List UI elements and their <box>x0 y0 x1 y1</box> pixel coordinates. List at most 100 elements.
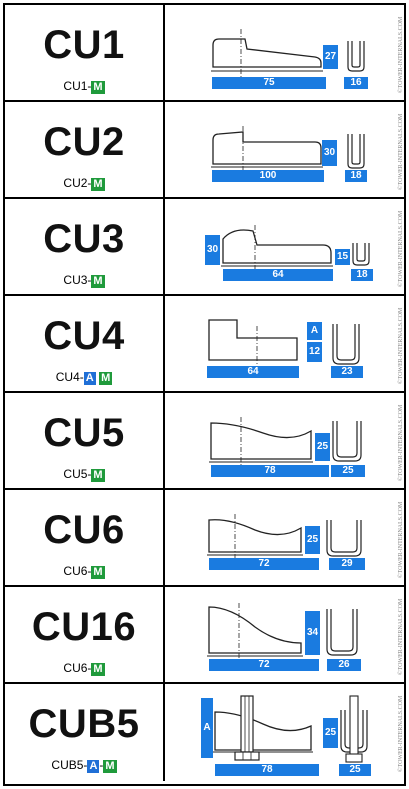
height-dimension: 15 <box>335 249 350 265</box>
width-dimension: 25 <box>339 764 371 776</box>
profile-drawing <box>211 126 365 172</box>
width-dimension: 23 <box>331 366 363 378</box>
length-dimension: 78 <box>211 465 329 477</box>
profile-drawing <box>209 417 362 467</box>
product-row-cu16: CU16 CU6-M 34 72 26 ©TOWER-INTERNALS.COM <box>5 587 404 684</box>
product-row-cu2: CU2 CU2-M 100 30 18 ©TOWER-INTERNALS.COM <box>5 102 404 199</box>
svg-text:©TOWER-INTERNALS.COM: ©TOWER-INTERNALS.COM <box>397 501 404 578</box>
product-row-cu6: CU6 CU6-M 25 72 29 ©TOWER-INTERNALS.COM <box>5 490 404 587</box>
length-dimension: 64 <box>207 366 299 378</box>
material-tag: M <box>91 275 105 288</box>
svg-text:©TOWER-INTERNALS.COM: ©TOWER-INTERNALS.COM <box>397 16 404 93</box>
product-code: CU16 <box>31 605 137 649</box>
svg-text:©TOWER-INTERNALS.COM: ©TOWER-INTERNALS.COM <box>397 695 404 772</box>
variant-prefix: CU4- <box>55 370 84 384</box>
material-tag: M <box>91 178 105 191</box>
product-drawing-cell: 100 30 18 ©TOWER-INTERNALS.COM <box>165 102 404 197</box>
product-drawing-cell: 30 64 15 18 ©TOWER-INTERNALS.COM <box>165 199 404 294</box>
product-label-cell: CU5 CU5-M <box>5 393 165 488</box>
product-row-cu4: CU4 CU4-A M A 12 64 23 ©TOWER-INTERNALS.… <box>5 296 404 393</box>
product-row-cu5: CU5 CU5-M 25 78 25 ©TOWER-INTERNALS.COM <box>5 393 404 490</box>
product-code: CUB5 <box>28 702 140 746</box>
material-tag: M <box>99 372 113 385</box>
product-drawing-cell: A 25 78 25 ©TOWER-INTERNALS.COM <box>165 684 404 781</box>
length-dimension: 72 <box>209 659 319 671</box>
height-dimension: 12 <box>307 342 322 362</box>
product-drawing-cell: 75 27 16 ©TOWER-INTERNALS.COM <box>165 5 404 100</box>
material-tag: M <box>91 81 105 94</box>
product-code: CU4 <box>43 314 125 358</box>
product-variant: CU6-M <box>5 661 163 676</box>
product-variant: CU6-M <box>5 564 163 579</box>
length-dimension: 75 <box>212 77 326 89</box>
variant-prefix: CU1- <box>63 79 92 93</box>
product-code: CU2 <box>43 120 125 164</box>
profile-drawing <box>207 514 362 562</box>
material-tag: M <box>91 469 105 482</box>
product-drawing-cell: 25 72 29 ©TOWER-INTERNALS.COM <box>165 490 404 585</box>
assembly-tag: A <box>83 372 96 385</box>
svg-text:©TOWER-INTERNALS.COM: ©TOWER-INTERNALS.COM <box>397 307 404 384</box>
product-label-cell: CU2 CU2-M <box>5 102 165 197</box>
variant-prefix: CU6- <box>63 564 92 578</box>
watermark: ©TOWER-INTERNALS.COM <box>392 205 406 289</box>
product-code: CU6 <box>43 508 125 552</box>
width-dimension: 16 <box>344 77 368 89</box>
material-tag: M <box>91 566 105 579</box>
variant-prefix: CU3- <box>63 273 92 287</box>
product-label-cell: CU4 CU4-A M <box>5 296 165 391</box>
profile-drawing <box>211 29 365 77</box>
width-dimension: 25 <box>331 465 365 477</box>
height-dimension: 27 <box>323 45 338 69</box>
product-code: CU1 <box>43 23 125 67</box>
watermark: ©TOWER-INTERNALS.COM <box>392 690 406 774</box>
profile-drawing <box>207 603 358 663</box>
product-drawing-cell: 34 72 26 ©TOWER-INTERNALS.COM <box>165 587 404 682</box>
height-dimension: 25 <box>323 718 338 748</box>
product-chart: CU1 CU1-M 75 27 16 ©TOWER-INTERNALS.COM … <box>3 3 406 786</box>
length-dimension: 64 <box>223 269 333 281</box>
watermark: ©TOWER-INTERNALS.COM <box>392 593 406 677</box>
profile-drawing <box>221 225 370 271</box>
length-dimension: 78 <box>215 764 319 776</box>
watermark: ©TOWER-INTERNALS.COM <box>392 399 406 483</box>
product-row-cu1: CU1 CU1-M 75 27 16 ©TOWER-INTERNALS.COM <box>5 5 404 102</box>
product-label-cell: CUB5 CUB5-A-M <box>5 684 165 781</box>
length-dimension: 100 <box>212 170 324 182</box>
svg-text:©TOWER-INTERNALS.COM: ©TOWER-INTERNALS.COM <box>397 210 404 287</box>
height-dimension: 34 <box>305 611 320 655</box>
assembly-height-tag: A <box>307 322 322 340</box>
product-variant: CU5-M <box>5 467 163 482</box>
product-row-cu3: CU3 CU3-M 30 64 15 18 ©TOWER-INTERNALS.C… <box>5 199 404 296</box>
material-tag: M <box>91 663 105 676</box>
product-drawing-cell: A 12 64 23 ©TOWER-INTERNALS.COM <box>165 296 404 391</box>
variant-prefix: CUB5- <box>51 758 88 772</box>
product-variant: CU4-A M <box>5 370 163 385</box>
product-drawing-cell: 25 78 25 ©TOWER-INTERNALS.COM <box>165 393 404 488</box>
height-dimension: 30 <box>322 140 337 166</box>
width-dimension: 26 <box>327 659 361 671</box>
material-tag: M <box>103 760 117 773</box>
watermark: ©TOWER-INTERNALS.COM <box>392 496 406 580</box>
height-dimension: 25 <box>305 526 320 554</box>
product-variant: CUB5-A-M <box>51 758 117 773</box>
product-label-cell: CU16 CU6-M <box>5 587 165 682</box>
width-dimension: 18 <box>345 170 367 182</box>
width-dimension: 18 <box>351 269 373 281</box>
profile-drawing <box>208 319 360 368</box>
product-row-cub5: CUB5 CUB5-A-M A 25 78 25 ©TOWER-INTERNAL… <box>5 684 404 781</box>
product-code: CU5 <box>43 411 125 455</box>
product-variant: CU1-M <box>5 79 163 94</box>
watermark: ©TOWER-INTERNALS.COM <box>392 302 406 386</box>
product-label-cell: CU6 CU6-M <box>5 490 165 585</box>
svg-text:©TOWER-INTERNALS.COM: ©TOWER-INTERNALS.COM <box>397 598 404 675</box>
watermark: ©TOWER-INTERNALS.COM <box>392 11 406 95</box>
product-label-cell: CU1 CU1-M <box>5 5 165 100</box>
svg-text:©TOWER-INTERNALS.COM: ©TOWER-INTERNALS.COM <box>397 404 404 481</box>
product-code: CU3 <box>43 217 125 261</box>
assembly-side-tag: A <box>201 698 213 758</box>
assembly-tag: A <box>87 760 100 773</box>
variant-prefix: CU5- <box>63 467 92 481</box>
length-dimension: 72 <box>209 558 319 570</box>
svg-text:©TOWER-INTERNALS.COM: ©TOWER-INTERNALS.COM <box>397 113 404 190</box>
